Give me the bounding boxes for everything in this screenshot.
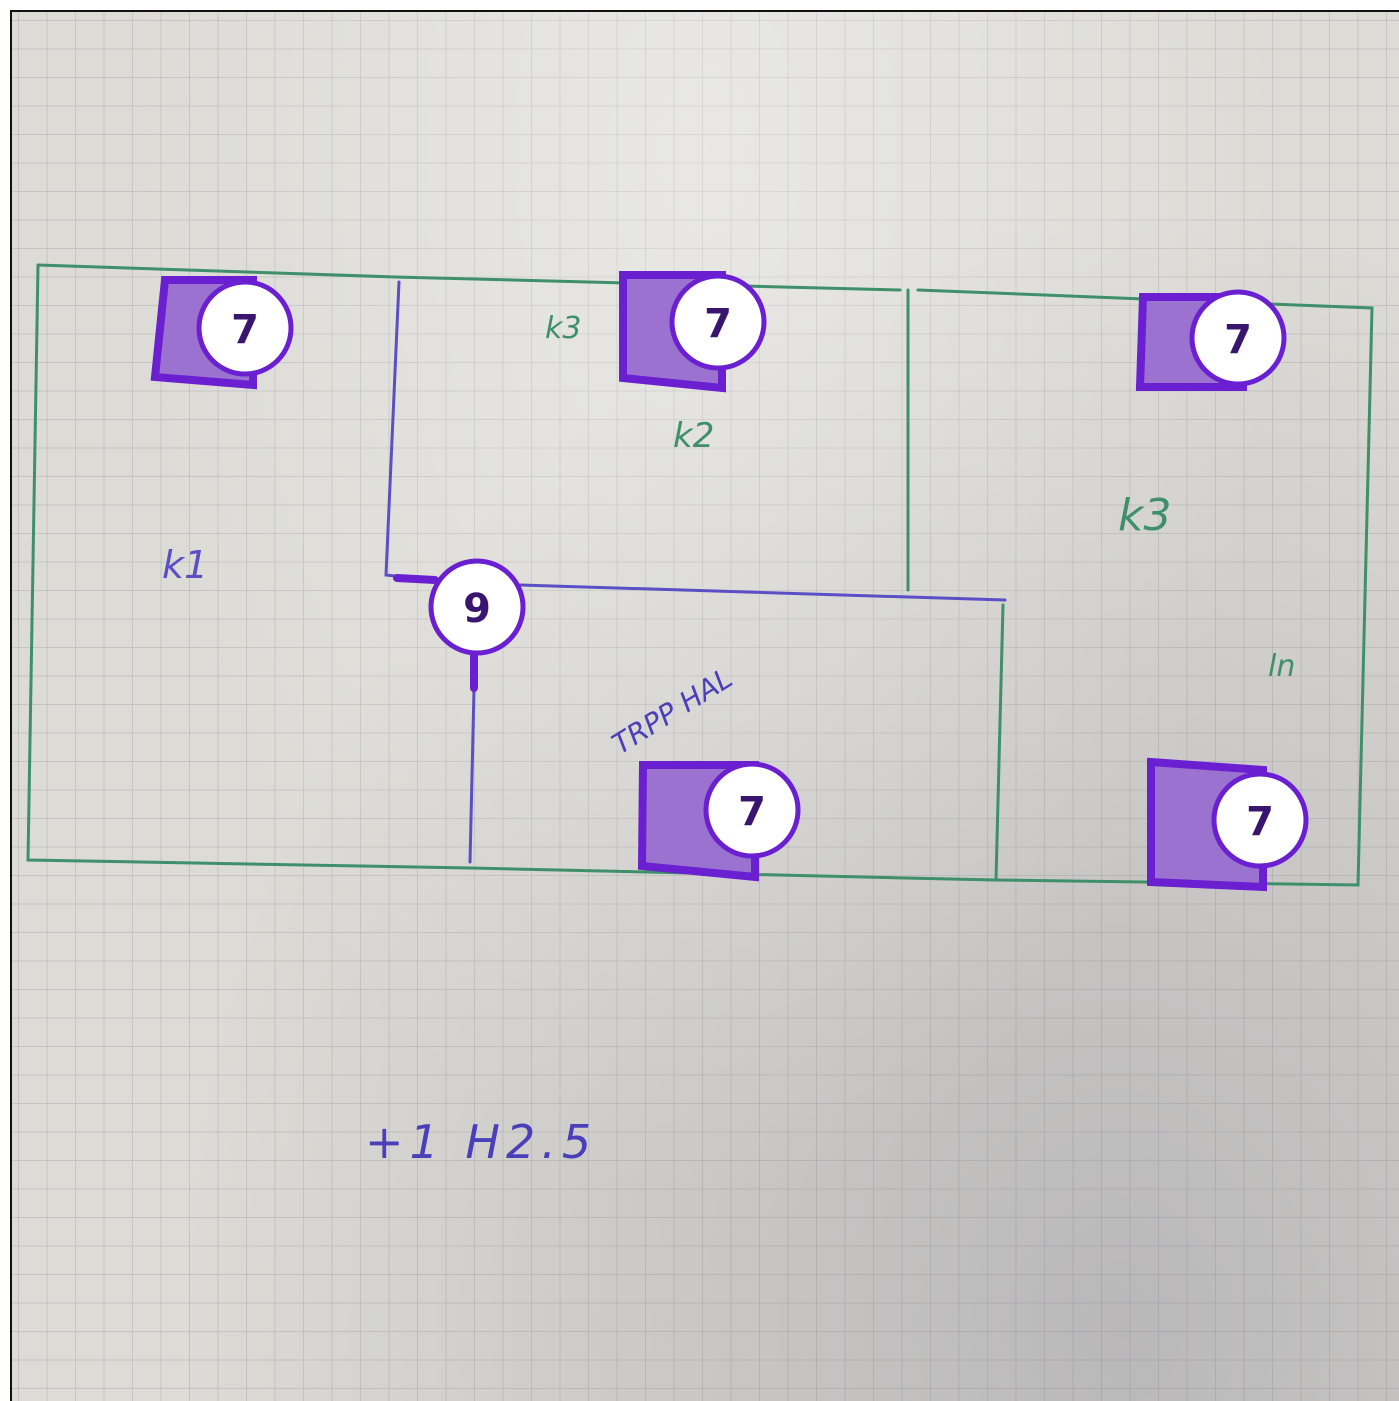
- marker-5[interactable]: 7: [1147, 757, 1309, 892]
- marker-1-badge: [196, 279, 294, 377]
- marker-4-number: 7: [738, 789, 766, 835]
- small-note-top: k3: [545, 311, 581, 346]
- room-label-k2: k2: [673, 416, 714, 456]
- marker-6-number: 9: [463, 586, 491, 632]
- wall-interior-vertical-lower: [468, 688, 476, 864]
- marker-6-badge: [428, 558, 526, 656]
- room-label-k3: k3: [1118, 490, 1171, 541]
- graph-paper-background: [10, 10, 1399, 1401]
- right-room-mark: ln: [1268, 649, 1295, 684]
- marker-1[interactable]: 7: [150, 276, 294, 390]
- wall-interior-stair-top: [518, 583, 1007, 602]
- marker-5-number: 7: [1246, 799, 1274, 845]
- marker-4-badge: [703, 761, 801, 859]
- wall-interior-vertical-upper: [384, 280, 432, 582]
- marker-5-badge: [1211, 771, 1309, 869]
- room-label-k1: k1: [162, 543, 208, 587]
- marker-3[interactable]: 7: [1135, 289, 1287, 391]
- marker-6[interactable]: 9: [393, 558, 526, 692]
- marker-4[interactable]: 7: [637, 761, 801, 882]
- marker-2-number: 7: [704, 301, 732, 347]
- floor-note: +1 H2.5: [365, 1115, 597, 1169]
- marker-2[interactable]: 7: [619, 271, 767, 393]
- wall-stair-right: [994, 603, 1005, 882]
- marker-6-door-icon: [393, 574, 478, 692]
- marker-3-number: 7: [1224, 317, 1252, 363]
- marker-2-badge: [669, 273, 767, 371]
- wall-outline-left-room: [26, 263, 472, 870]
- marker-1-number: 7: [231, 307, 259, 353]
- marker-3-badge: [1189, 289, 1287, 387]
- stair-hall-label: TRPP HAL: [606, 661, 738, 761]
